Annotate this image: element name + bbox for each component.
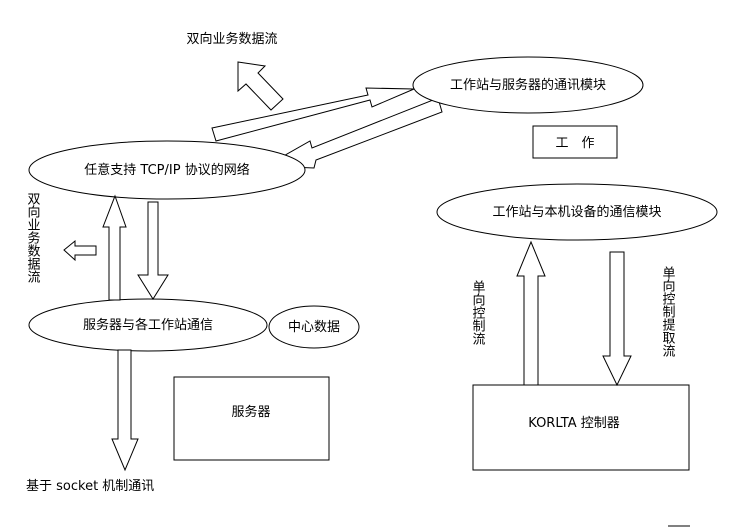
network-to-workstation-arrow (211, 87, 415, 142)
server-workstation-comm-node (28, 298, 268, 352)
work-box (532, 125, 618, 159)
bidirectional-flow-arrow-left (63, 239, 97, 262)
workstation-to-network-arrow (264, 97, 443, 169)
server-box (173, 376, 330, 461)
work-label: 工 作 (555, 136, 594, 151)
server-label: 服务器 (231, 404, 270, 420)
bidirectional-flow-label-left: 双向业务数据流 (25, 192, 41, 283)
tcpip-network-label: 任意支持 TCP/IP 协议的网络 (84, 162, 249, 178)
korlta-controller-label: KORLTA 控制器 (528, 416, 620, 431)
workstation-server-comm-node (412, 56, 644, 114)
single-control-flow-label: 单向控制流 (470, 280, 486, 345)
socket-comm-arrow (111, 349, 139, 472)
control-extract-flow-arrow-down (602, 251, 632, 387)
central-data-label: 中心数据 (288, 320, 340, 335)
korlta-controller-box (472, 384, 690, 471)
bidirectional-flow-label-top: 双向业务数据流 (186, 31, 277, 47)
server-workstation-comm-label: 服务器与各工作站通信 (83, 317, 213, 333)
control-flow-arrow-up (516, 240, 546, 386)
server-to-network-arrow (102, 194, 127, 301)
single-control-extract-flow-label: 单向控制提取流 (660, 266, 676, 357)
workstation-local-comm-label: 工作站与本机设备的通信模块 (492, 204, 661, 220)
workstation-local-comm-node (436, 183, 718, 241)
workstation-server-comm-label: 工作站与服务器的通讯模块 (450, 77, 606, 93)
bidirectional-flow-arrow-top (237, 61, 284, 111)
central-data-node (268, 305, 360, 349)
network-to-server-arrow (137, 201, 169, 300)
tcpip-network-node (28, 140, 306, 200)
socket-comm-label: 基于 socket 机制通讯 (26, 479, 154, 494)
